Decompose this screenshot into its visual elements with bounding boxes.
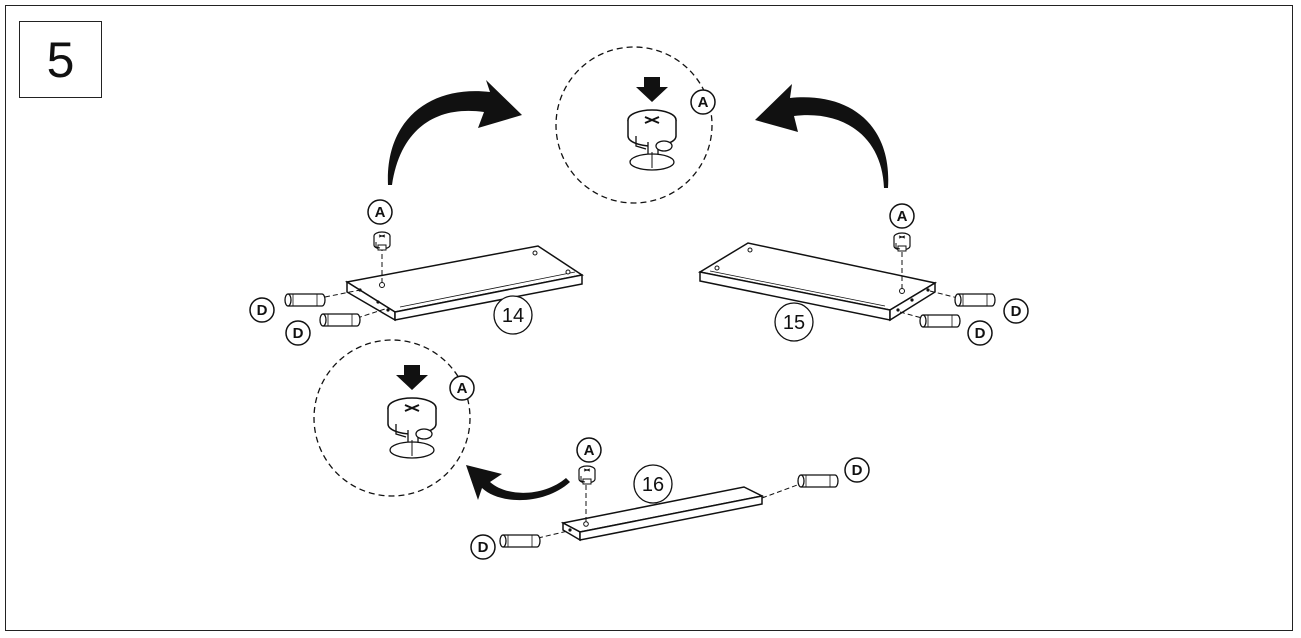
label-a: A [457, 380, 468, 397]
panel-14-label: 14 [502, 305, 524, 327]
diagram-frame [5, 5, 1293, 631]
panel-15: A D D 15 [697, 203, 1029, 346]
label-d: D [852, 462, 863, 479]
label-a: A [584, 442, 595, 459]
curved-arrow-right [755, 84, 889, 188]
panel-16-label: 16 [642, 474, 664, 496]
label-a: A [698, 94, 709, 111]
zoom-detail-cam-lock-bottom: A [313, 339, 475, 497]
label-d: D [293, 325, 304, 342]
label-a: A [375, 204, 386, 221]
panel-16: A D D 16 [470, 437, 870, 560]
zoom-detail-cam-lock-top: A [555, 46, 716, 204]
curved-arrow-bottom [466, 465, 570, 501]
label-d: D [478, 539, 489, 556]
step-number: 5 [46, 31, 75, 88]
label-d: D [975, 325, 986, 342]
label-a: A [897, 208, 908, 225]
step-number-box: 5 [19, 21, 102, 98]
panel-14: A D D 14 [249, 199, 584, 346]
curved-arrow-left [387, 80, 522, 185]
label-d: D [257, 302, 268, 319]
label-d: D [1011, 303, 1022, 320]
panel-15-label: 15 [783, 312, 805, 334]
